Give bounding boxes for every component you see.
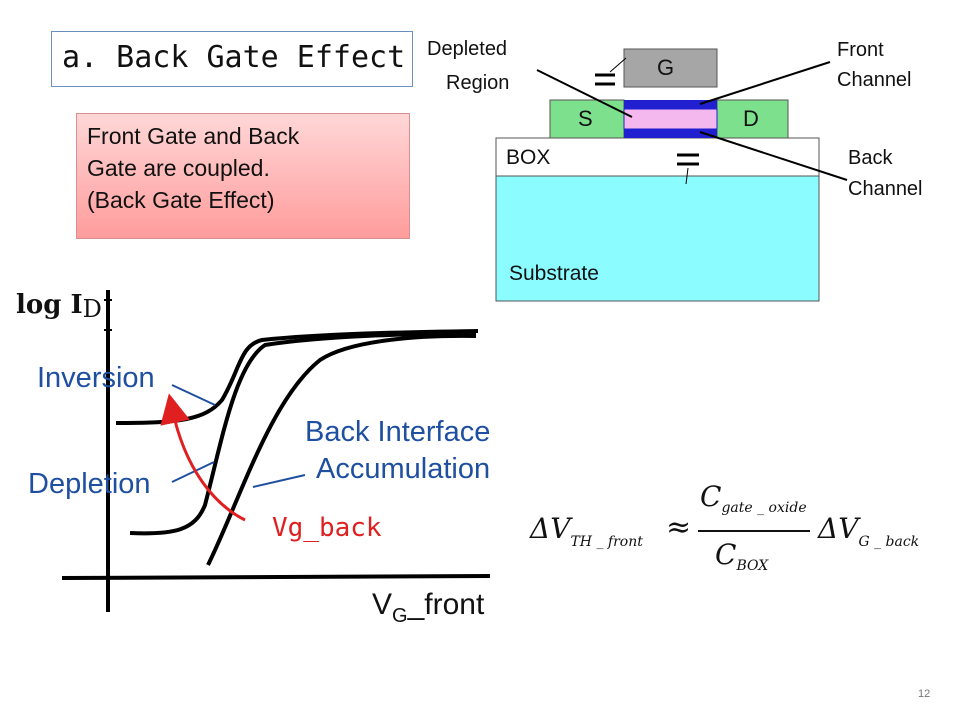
formula-fraction-bar [698,530,810,532]
gate-label: G [657,55,675,80]
substrate-label: Substrate [509,262,599,285]
depleted-region-leader [536,69,633,118]
inversion-leader [171,384,216,406]
page-number: 12 [918,688,931,700]
callout-box: Front Gate and Back Gate are coupled. (B… [76,113,410,239]
gate-oxide-tick [609,57,627,73]
formula-den-main: C [715,538,737,571]
formula-num-sub: gate _ oxide [721,500,807,516]
x-axis [61,574,491,580]
back-interface-label-line-1: Back Interface [305,416,491,448]
formula-rhs: ΔVG _ back [818,512,919,550]
formula-approx: ≈ [666,510,692,545]
graph-xlabel-main: V [372,588,393,621]
formula-rhs-main: ΔV [818,512,859,545]
source-label: S [578,106,593,131]
depleted-region-label-line-1: Depleted [427,38,508,60]
back-interface-label-line-2: Accumulation [316,453,491,485]
front-channel-strip [624,100,717,109]
formula-num-main: C [700,480,722,513]
depleted-region-label-line-2: Region [446,72,510,94]
graph-xlabel-rest: _front [407,588,485,621]
formula-rhs-sub: G _ back [858,534,920,550]
front-channel-label-line-1: Front [837,39,884,61]
back-capacitor-symbol [677,153,699,166]
callout-line-3: (Back Gate Effect) [87,187,275,213]
callout-line-1: Front Gate and Back [87,123,300,149]
formula-lhs-main: ΔV [530,512,571,545]
formula-lhs: ΔVTH _ front [530,512,643,550]
graph-xlabel: VG_front [372,588,485,627]
front-channel-label-line-2: Channel [837,69,912,91]
formula-numerator: Cgate _ oxide [700,480,807,516]
graph-ylabel: log ID [16,290,102,323]
depletion-label: Depletion [28,468,151,500]
front-channel-leader [699,61,831,105]
callout-line-2: Gate are coupled. [87,155,270,181]
graph-xlabel-sub: G [392,605,408,627]
formula-lhs-sub: TH _ front [570,534,643,550]
depletion-leader [171,461,215,483]
formula-den-sub: BOX [736,558,769,574]
iv-graph [61,290,491,612]
accumulation-curve [206,333,477,566]
depletion-curve [129,331,477,536]
accumulation-leader [252,474,306,488]
slide-title-box: a. Back Gate Effect [51,31,413,87]
depleted-region-layer [623,108,718,130]
graph-ylabel-sub: D [82,295,102,323]
inversion-label: Inversion [37,362,155,394]
slide-title: a. Back Gate Effect [62,40,406,75]
back-channel-label-line-1: Back [848,147,893,169]
vg-back-arrow [160,393,246,522]
formula-denominator: CBOX [715,538,769,574]
back-channel-strip [624,129,717,138]
box-label: BOX [506,146,551,169]
front-capacitor-symbol [595,73,615,86]
graph-ylabel-main: log I [16,290,83,320]
gate-electrode [623,48,718,88]
back-channel-leader [699,131,848,181]
soi-device-diagram [495,48,848,302]
back-channel-label-line-2: Channel [848,178,923,200]
drain-region [716,99,789,139]
vg-back-label: Vg_back [272,513,382,543]
box-tick [685,167,689,185]
inversion-curve [115,329,479,425]
drain-label: D [743,106,759,131]
